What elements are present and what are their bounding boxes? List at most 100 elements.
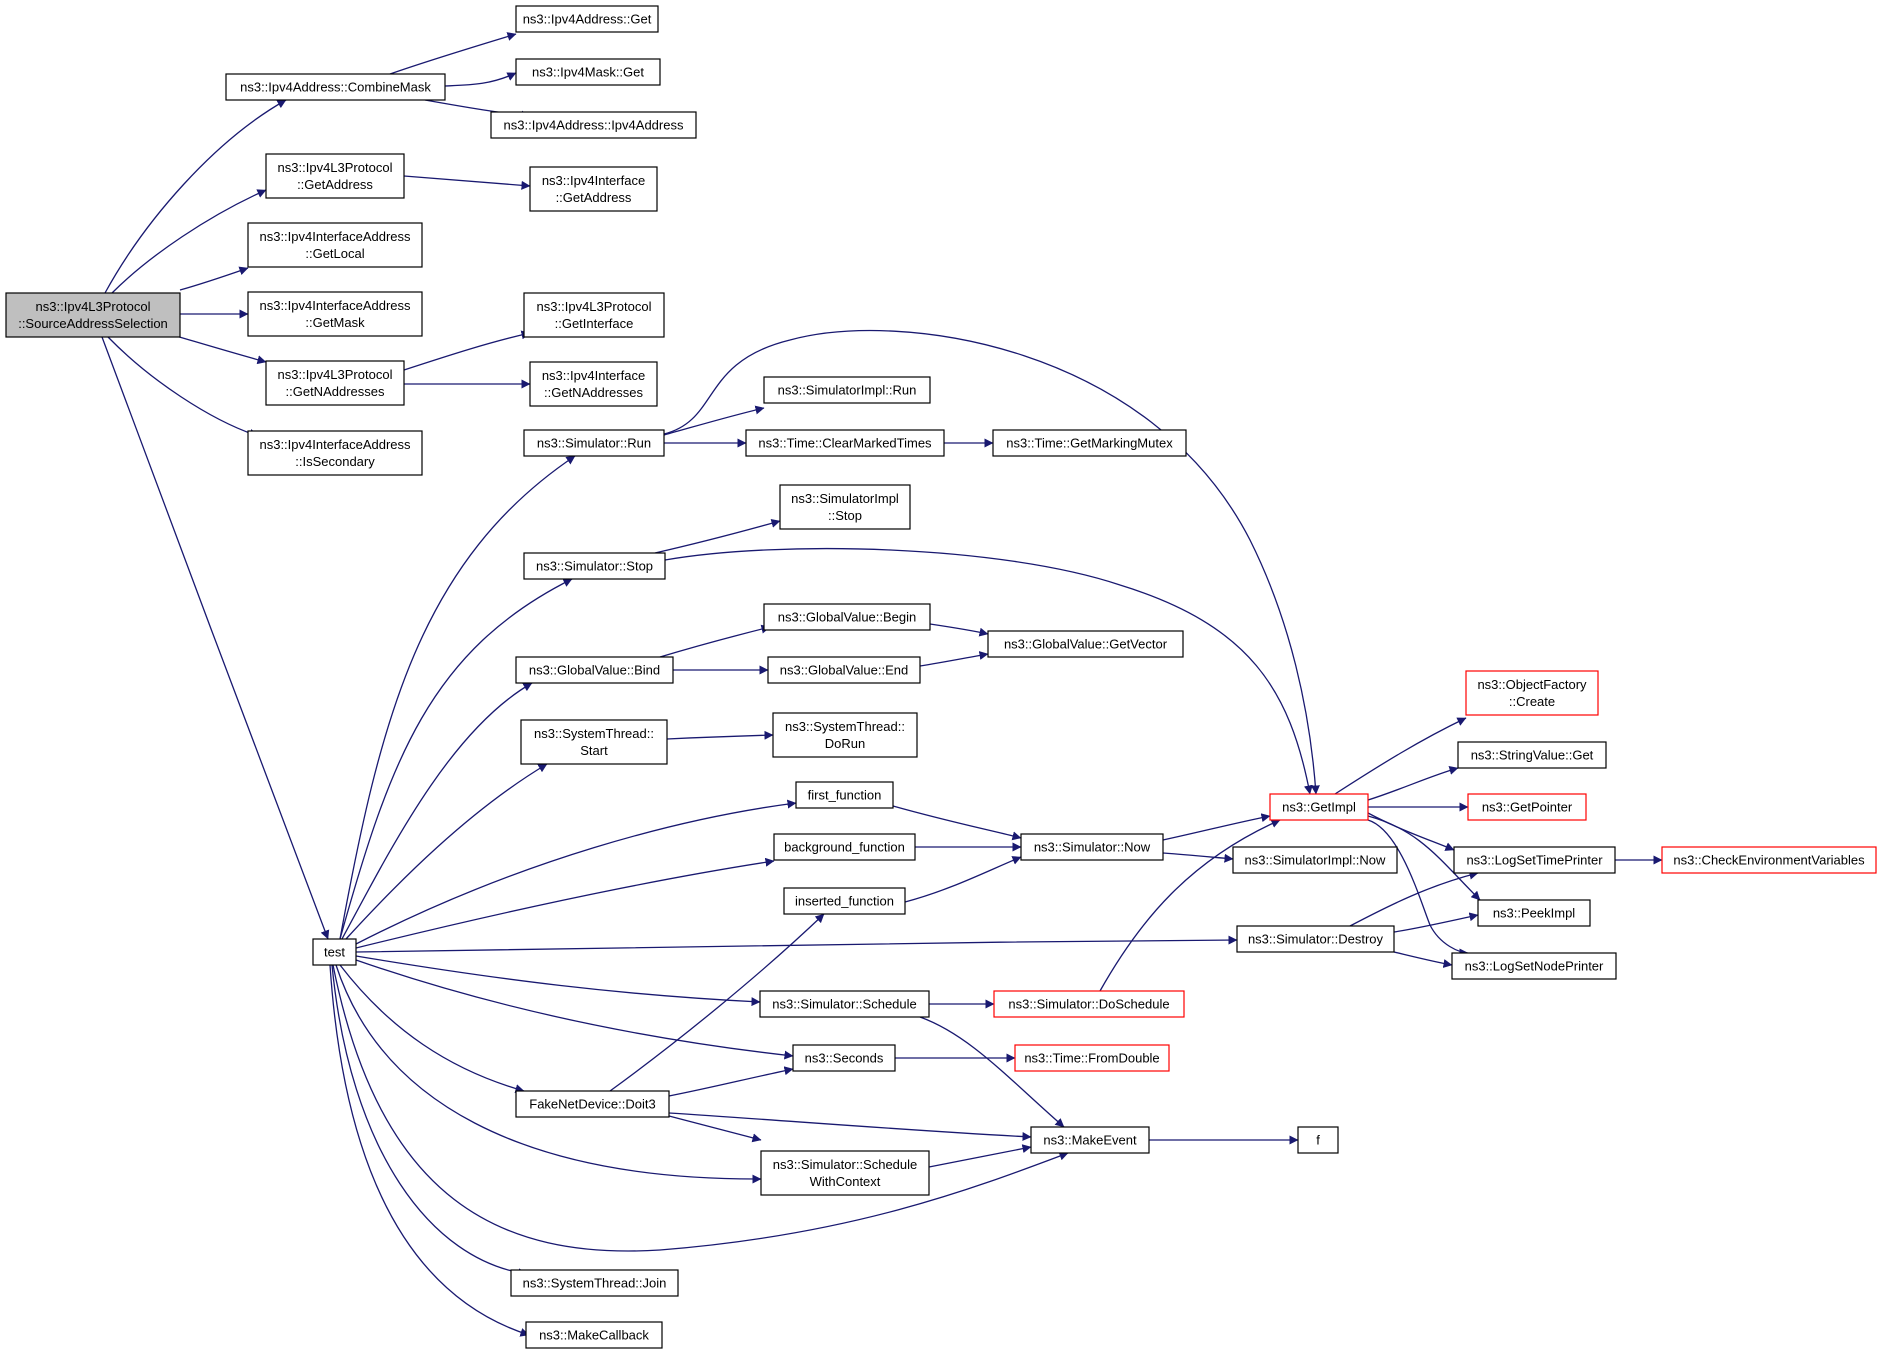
node-implstop[interactable]: ns3::SimulatorImpl::Stop	[779, 484, 911, 530]
node-box	[773, 833, 916, 861]
node-doit3[interactable]: FakeNetDevice::Doit3	[515, 1090, 670, 1118]
node-label: ns3::SimulatorImpl::Run	[778, 383, 917, 398]
node-clearmark[interactable]: ns3::Time::ClearMarkedTimes	[745, 429, 945, 457]
edge-combine-to-maskget	[444, 72, 517, 87]
node-getimpl[interactable]: ns3::GetImpl	[1269, 793, 1369, 821]
node-addrctor[interactable]: ns3::Ipv4Address::Ipv4Address	[490, 111, 697, 139]
node-implrun[interactable]: ns3::SimulatorImpl::Run	[763, 376, 931, 404]
node-label: ns3::Ipv4Address::CombineMask	[240, 80, 431, 95]
edge-doit3-to-makeevent	[668, 1112, 1032, 1142]
node-stdorun[interactable]: ns3::SystemThread::DoRun	[772, 712, 918, 758]
node-box	[510, 1269, 679, 1297]
node-gvbegin[interactable]: ns3::GlobalValue::Begin	[763, 603, 931, 631]
node-f[interactable]: f	[1297, 1126, 1339, 1154]
edge-test-to-seconds	[355, 959, 794, 1060]
node-getlocal[interactable]: ns3::Ipv4InterfaceAddress::GetLocal	[247, 222, 423, 268]
node-ststart[interactable]: ns3::SystemThread::Start	[520, 719, 668, 765]
node-box	[992, 429, 1187, 457]
node-insf[interactable]: inserted_function	[783, 887, 906, 915]
node-l3getaddr[interactable]: ns3::Ipv4L3Protocol::GetAddress	[265, 153, 405, 199]
node-label: ns3::LogSetNodePrinter	[1465, 959, 1604, 974]
node-label: background_function	[784, 840, 905, 855]
node-implnow[interactable]: ns3::SimulatorImpl::Now	[1232, 846, 1398, 874]
node-addrget[interactable]: ns3::Ipv4Address::Get	[515, 5, 659, 33]
edge-combine-to-addrget	[389, 32, 517, 75]
node-box	[1453, 846, 1616, 874]
node-ofcreate[interactable]: ns3::ObjectFactory::Create	[1465, 670, 1599, 716]
node-peek[interactable]: ns3::PeekImpl	[1477, 899, 1591, 927]
node-label: ns3::Simulator::Schedule	[773, 1157, 918, 1172]
node-schedule[interactable]: ns3::Simulator::Schedule	[759, 990, 930, 1018]
node-label: ns3::StringValue::Get	[1471, 748, 1594, 763]
node-label: ::GetNAddresses	[286, 384, 385, 399]
node-simrun[interactable]: ns3::Simulator::Run	[523, 429, 665, 457]
node-label: ns3::CheckEnvironmentVariables	[1673, 853, 1865, 868]
node-box	[1269, 793, 1369, 821]
node-ifgetaddr[interactable]: ns3::Ipv4Interface::GetAddress	[529, 166, 658, 212]
node-box	[515, 58, 661, 86]
node-gvbind[interactable]: ns3::GlobalValue::Bind	[515, 656, 674, 684]
node-simstop[interactable]: ns3::Simulator::Stop	[523, 552, 666, 580]
node-svget[interactable]: ns3::StringValue::Get	[1457, 741, 1607, 769]
node-label: ns3::ObjectFactory	[1477, 677, 1587, 692]
node-maskget[interactable]: ns3::Ipv4Mask::Get	[515, 58, 661, 86]
node-checkenv[interactable]: ns3::CheckEnvironmentVariables	[1661, 846, 1877, 874]
node-l3getif[interactable]: ns3::Ipv4L3Protocol::GetInterface	[523, 292, 665, 338]
node-markmutex[interactable]: ns3::Time::GetMarkingMutex	[992, 429, 1187, 457]
node-logtime[interactable]: ns3::LogSetTimePrinter	[1453, 846, 1616, 874]
node-fromdbl[interactable]: ns3::Time::FromDouble	[1014, 1044, 1170, 1072]
node-box	[1465, 670, 1599, 716]
node-box	[525, 1321, 663, 1349]
node-label: ns3::GlobalValue::Begin	[778, 610, 917, 625]
node-label: Start	[580, 743, 608, 758]
node-box	[515, 5, 659, 33]
node-firstf[interactable]: first_function	[795, 781, 894, 809]
node-box	[1467, 793, 1587, 821]
node-box	[767, 656, 921, 684]
node-seconds[interactable]: ns3::Seconds	[792, 1044, 896, 1072]
node-label: ns3::PeekImpl	[1493, 906, 1575, 921]
node-now[interactable]: ns3::Simulator::Now	[1020, 833, 1164, 861]
node-box	[515, 1090, 670, 1118]
node-label: ::Stop	[828, 508, 862, 523]
node-issec[interactable]: ns3::Ipv4InterfaceAddress::IsSecondary	[247, 430, 423, 476]
node-box	[763, 603, 931, 631]
node-box	[312, 938, 357, 966]
node-label: ns3::MakeCallback	[539, 1328, 649, 1343]
edge-schedule-to-makeevent	[919, 1016, 1065, 1128]
edge-getimpl-to-svget	[1367, 766, 1459, 801]
node-label: ns3::Ipv4L3Protocol	[537, 299, 652, 314]
node-label: ns3::Ipv4L3Protocol	[36, 299, 151, 314]
node-l3getn[interactable]: ns3::Ipv4L3Protocol::GetNAddresses	[265, 360, 405, 406]
node-gvend[interactable]: ns3::GlobalValue::End	[767, 656, 921, 684]
node-label: ns3::Simulator::Run	[537, 436, 651, 451]
node-getmask[interactable]: ns3::Ipv4InterfaceAddress::GetMask	[247, 291, 423, 337]
node-label: ::GetAddress	[556, 190, 632, 205]
edge-doit3-to-insf	[609, 913, 825, 1092]
node-box	[987, 630, 1184, 658]
edge-insf-to-now	[904, 856, 1022, 903]
node-makeevent[interactable]: ns3::MakeEvent	[1030, 1126, 1150, 1154]
node-ifgetn[interactable]: ns3::Ipv4Interface::GetNAddresses	[529, 361, 658, 407]
node-box	[523, 552, 666, 580]
node-gvvec[interactable]: ns3::GlobalValue::GetVector	[987, 630, 1184, 658]
edge-destroy-to-peek	[1393, 912, 1479, 933]
node-dosched[interactable]: ns3::Simulator::DoSchedule	[993, 990, 1185, 1018]
edge-src-to-test	[101, 336, 330, 940]
node-box	[5, 292, 181, 338]
node-combine[interactable]: ns3::Ipv4Address::CombineMask	[225, 73, 446, 101]
node-src[interactable]: ns3::Ipv4L3Protocol::SourceAddressSelect…	[5, 292, 181, 338]
node-label: ::GetAddress	[297, 177, 373, 192]
nodes-layer: ns3::Ipv4L3Protocol::SourceAddressSelect…	[5, 5, 1877, 1349]
node-box	[760, 1150, 930, 1196]
node-makecb[interactable]: ns3::MakeCallback	[525, 1321, 663, 1349]
node-test[interactable]: test	[312, 938, 357, 966]
node-stjoin[interactable]: ns3::SystemThread::Join	[510, 1269, 679, 1297]
node-destroy[interactable]: ns3::Simulator::Destroy	[1236, 925, 1395, 953]
node-lognode[interactable]: ns3::LogSetNodePrinter	[1451, 952, 1617, 980]
node-bgf[interactable]: background_function	[773, 833, 916, 861]
node-box	[1457, 741, 1607, 769]
node-box	[265, 153, 405, 199]
node-getptr[interactable]: ns3::GetPointer	[1467, 793, 1587, 821]
